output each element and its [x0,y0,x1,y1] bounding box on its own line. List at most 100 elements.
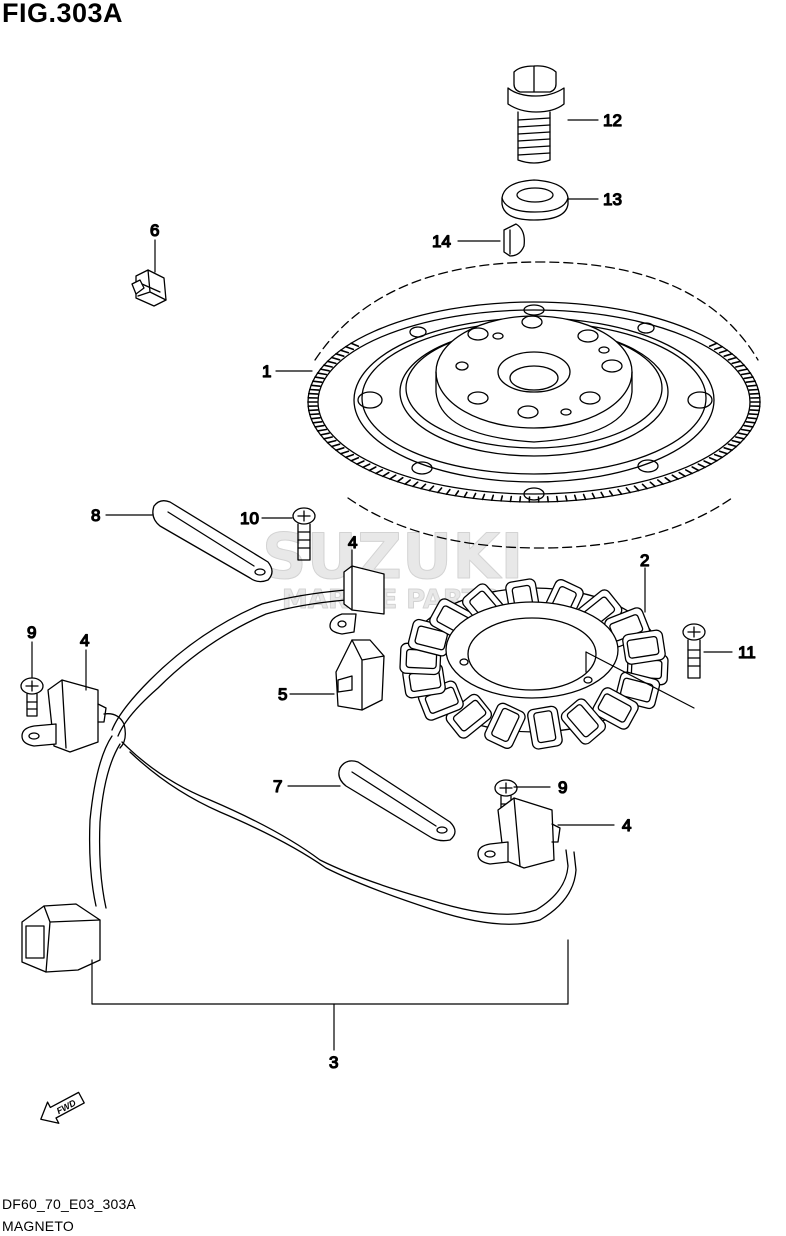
gear-tooth [375,469,384,475]
gear-tooth [749,392,761,395]
gear-tooth [723,446,733,452]
screw-part-10[interactable] [292,507,316,561]
key-part-14[interactable] [503,223,525,257]
gear-tooth [368,466,377,472]
gear-tooth [684,469,693,475]
gear-tooth [678,471,687,478]
gear-tooth [582,493,587,501]
callout-11: 11 [738,643,756,662]
gear-tooth [738,368,749,372]
gear-tooth [608,490,614,497]
gear-tooth [404,479,412,485]
screw-part-11[interactable] [682,623,706,679]
gear-tooth [713,453,724,459]
gear-tooth [335,352,345,358]
gear-tooth [703,460,712,465]
gear-tooth [625,487,632,494]
wire-harness-part-3[interactable] [88,589,577,925]
callout-4-top: 4 [348,533,357,552]
coil-core [533,710,557,744]
gear-tooth [330,356,341,361]
gear-tooth [319,432,330,436]
gear-tooth [312,420,323,424]
callout-9-left: 9 [27,623,36,642]
stator-coil [615,671,661,710]
connector-part-4-top[interactable] [329,565,385,635]
screw-part-9-left[interactable] [20,677,44,717]
stator-coil [527,705,563,750]
gear-tooth [308,388,320,391]
callout-3: 3 [329,1053,338,1072]
gear-tooth [718,349,729,354]
plate-part-7[interactable] [338,760,456,842]
callout-8: 8 [91,506,100,525]
callout-6: 6 [150,221,159,240]
gear-tooth [748,388,760,391]
coil-core [626,635,660,659]
gear-tooth [312,380,323,384]
gear-tooth [316,372,328,376]
gear-tooth [740,428,752,432]
callout-10: 10 [240,509,259,528]
connector-part-4-right[interactable] [477,797,561,869]
gear-tooth [591,492,596,500]
gear-tooth [691,466,700,472]
main-coupler[interactable] [21,903,101,973]
gear-tooth [747,384,758,388]
fwd-arrow: FWD [40,1091,85,1124]
gear-tooth [316,428,328,432]
connector-part-4-left[interactable] [21,679,126,753]
ring-gear-teeth [307,342,761,503]
gear-tooth [454,490,460,497]
gear-tooth [745,420,756,424]
bolt-part-12[interactable] [507,65,565,164]
watermark-brand: SUZUKI [262,520,523,593]
gear-tooth [412,481,419,488]
gear-tooth [339,349,350,354]
gear-tooth [323,364,334,368]
clip-part-6[interactable] [131,269,167,307]
gear-tooth [727,356,738,361]
stator-part-2[interactable] [399,578,669,751]
callout-13: 13 [603,190,622,209]
callout-2: 2 [640,551,649,570]
gear-tooth [743,376,754,380]
gear-tooth [490,494,495,502]
gear-tooth [396,476,404,483]
gear-tooth [481,493,486,501]
gear-tooth [718,450,729,455]
gear-tooth [697,463,706,469]
gear-tooth [573,494,578,502]
callout-14: 14 [432,232,451,251]
plate-part-8[interactable] [152,500,273,583]
figure-description: MAGNETO [2,1218,74,1234]
flywheel-part-1[interactable] [307,261,761,549]
gear-tooth [362,463,371,469]
gear-tooth [350,456,360,462]
gear-tooth [740,372,752,376]
gear-tooth [463,491,468,498]
stator-coil [560,698,606,745]
gear-tooth [344,345,355,351]
gear-tooth [600,491,605,498]
gear-tooth [743,424,754,428]
gear-tooth [656,479,664,485]
gear-tooth [344,453,355,459]
stator-coil [622,629,666,665]
stator-coil [604,607,651,648]
figure-code: DF60_70_E03_303A [2,1196,136,1212]
callout-12: 12 [603,111,622,130]
cover-part-5[interactable] [335,639,385,711]
watermark: SUZUKI MARINE PARTS [262,520,524,616]
gear-tooth [308,413,320,416]
gear-tooth [749,409,761,412]
gear-tooth [664,476,672,483]
gear-tooth [713,345,724,351]
gear-tooth [708,456,718,462]
gear-tooth [326,360,337,365]
coil-core [452,699,487,732]
callout-9-right: 9 [558,778,567,797]
callout-4-left: 4 [80,631,89,650]
washer-part-13[interactable] [501,179,569,221]
